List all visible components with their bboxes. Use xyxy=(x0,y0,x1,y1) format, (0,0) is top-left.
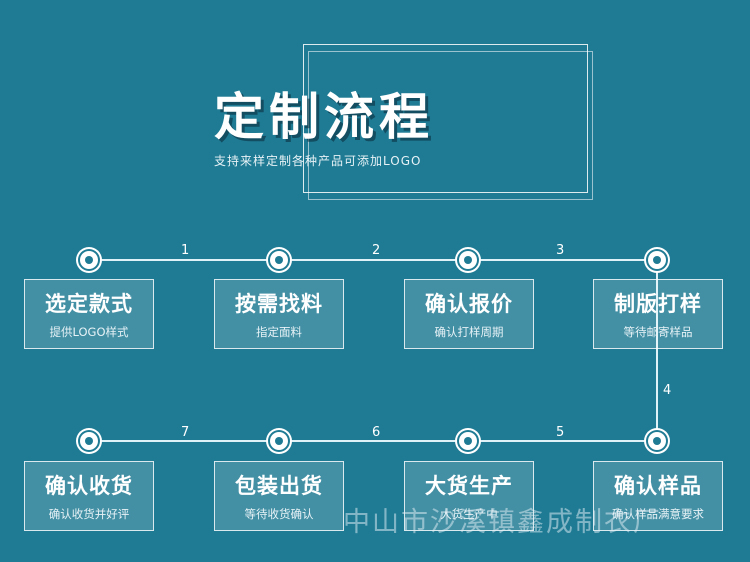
step-card-select-style: 选定款式 提供LOGO样式 xyxy=(24,279,154,349)
flow-line-right xyxy=(656,260,658,440)
step-title: 确认报价 xyxy=(425,292,513,316)
step-card-make-sample: 制版打样 等待邮寄样品 xyxy=(593,279,723,349)
flow-node xyxy=(80,432,98,450)
connector-number: 2 xyxy=(372,243,381,258)
flow-node xyxy=(648,432,666,450)
page-subtitle: 支持来样定制各种产品可添加LOGO xyxy=(214,154,422,168)
flow-node xyxy=(80,251,98,269)
step-desc: 大货生产中 xyxy=(440,507,498,521)
flow-node xyxy=(648,251,666,269)
step-title: 确认样品 xyxy=(614,474,702,498)
step-card-mass-production: 大货生产 大货生产中 xyxy=(404,461,534,531)
connector-number: 7 xyxy=(181,425,190,440)
step-title: 大货生产 xyxy=(425,474,513,498)
title-frame-outer xyxy=(303,44,588,193)
step-title: 包装出货 xyxy=(235,474,323,498)
step-desc: 确认打样周期 xyxy=(434,325,504,339)
flow-node xyxy=(459,251,477,269)
connector-number: 3 xyxy=(556,243,565,258)
step-desc: 提供LOGO样式 xyxy=(49,325,129,339)
step-desc: 等待邮寄样品 xyxy=(623,325,693,339)
connector-number: 5 xyxy=(556,425,565,440)
flow-node xyxy=(459,432,477,450)
step-desc: 等待收货确认 xyxy=(244,507,314,521)
step-card-find-material: 按需找料 指定面料 xyxy=(214,279,344,349)
flow-node xyxy=(270,432,288,450)
step-title: 选定款式 xyxy=(45,292,133,316)
step-desc: 确认样品满意要求 xyxy=(612,507,704,521)
connector-number: 6 xyxy=(372,425,381,440)
step-card-confirm-receipt: 确认收货 确认收货并好评 xyxy=(24,461,154,531)
step-title: 按需找料 xyxy=(235,292,323,316)
step-desc: 指定面料 xyxy=(256,325,302,339)
step-desc: 确认收货并好评 xyxy=(48,507,130,521)
flow-node xyxy=(270,251,288,269)
step-card-confirm-sample: 确认样品 确认样品满意要求 xyxy=(593,461,723,531)
flow-line-top xyxy=(89,259,658,261)
step-title: 确认收货 xyxy=(45,474,133,498)
page-title: 定制流程 xyxy=(214,88,434,146)
connector-number: 4 xyxy=(663,383,672,398)
title-frame-inner xyxy=(308,51,593,200)
step-title: 制版打样 xyxy=(614,292,702,316)
step-card-pack-ship: 包装出货 等待收货确认 xyxy=(214,461,344,531)
connector-number: 1 xyxy=(181,243,190,258)
step-card-confirm-quote: 确认报价 确认打样周期 xyxy=(404,279,534,349)
flow-line-bottom xyxy=(89,440,658,442)
watermark-text: 中山市沙溪镇鑫成制衣厂 xyxy=(343,507,662,538)
